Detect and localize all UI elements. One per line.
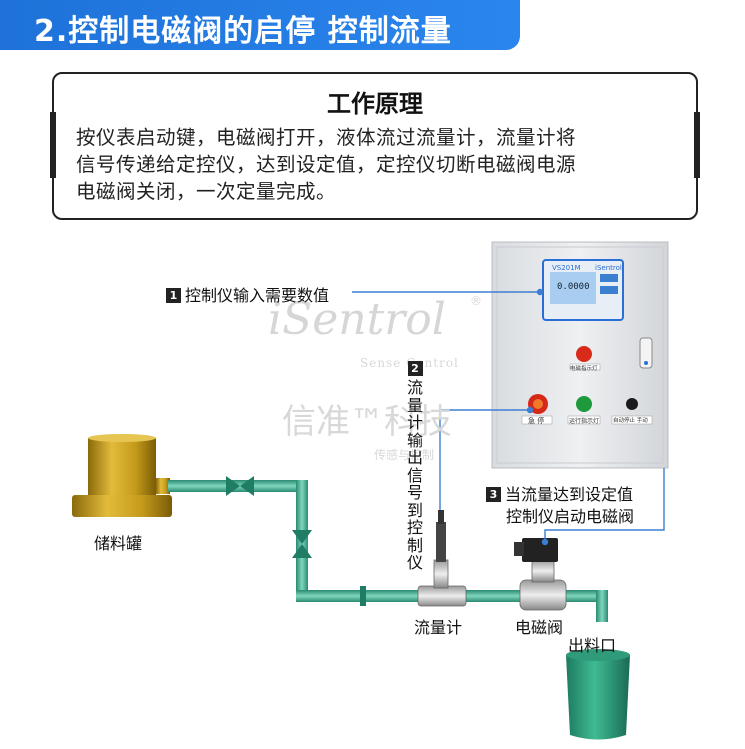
box-side-bar-left (50, 112, 56, 178)
step1-text: 控制仪输入需要数值 (185, 286, 330, 305)
run-lamp-label: 运行指示灯 (569, 418, 600, 425)
stop-button-label: 急 停 (528, 417, 545, 425)
valve-label: 电磁阀 (515, 618, 564, 637)
storage-tank-icon (72, 434, 172, 517)
display-value-readout: 0.0000 (557, 282, 590, 292)
step3-line1: 当流量达到设定值 (505, 485, 634, 504)
principle-line-2: 信号传递给定控仪，达到设定值，定控仪切断电磁阀电源 (76, 153, 577, 176)
title-banner: 2.控制电磁阀的启停 控制流量 (0, 0, 520, 50)
step3-number: 3 (486, 487, 501, 502)
step1-label: 1 控制仪输入需要数值 (166, 282, 329, 306)
step2-text: 流量计输出信号到控制仪 (406, 378, 423, 572)
step3-label: 3 当流量达到设定值 控制仪启动电磁阀 (486, 484, 634, 528)
outlet-label: 出料口 (568, 636, 617, 655)
watermark-cn: 信准™科技 (282, 402, 452, 442)
tank-label: 储料罐 (94, 534, 143, 553)
flow-diagram: iSentrol ® Sense Control 信准™科技 传感与控制 VS2… (0, 230, 745, 749)
principle-line-3: 电磁阀关闭，一次定量完成。 (76, 180, 337, 203)
flowmeter-icon (417, 510, 467, 607)
solenoid-valve-icon (514, 538, 567, 611)
control-cabinet-icon (491, 241, 669, 469)
watermark-reg: ® (470, 294, 482, 308)
watermark-cn-sub: 传感与控制 (374, 448, 435, 462)
valve-lamp-label: 电磁指示灯 (570, 366, 598, 372)
watermark-brand: iSentrol (268, 294, 446, 345)
principle-line-1: 按仪表启动键，电磁阀打开，液体流过流量计，流量计将 (76, 126, 577, 149)
step3-line2: 控制仪启动电磁阀 (506, 507, 635, 526)
signal-lines (352, 288, 665, 546)
principle-body: 按仪表启动键，电磁阀打开，液体流过流量计，流量计将 信号传递给定控仪，达到设定值… (76, 124, 682, 205)
banner-title: 2.控制电磁阀的启停 控制流量 (34, 14, 452, 49)
principle-title: 工作原理 (327, 90, 423, 118)
step1-number: 1 (166, 288, 181, 303)
display-model-label: VS201M (552, 264, 581, 272)
outlet-bucket-icon (566, 649, 630, 740)
principle-box: 工作原理 按仪表启动键，电磁阀打开，液体流过流量计，流量计将 信号传递给定控仪，… (50, 72, 700, 220)
box-side-bar-right (694, 112, 700, 178)
display-brand-label: iSentrol (595, 264, 622, 272)
mode-switch-label: 自动停止 手动 (613, 418, 648, 424)
step2-label: 2 流量计输出信号到控制仪 (405, 360, 425, 572)
flowmeter-label: 流量计 (414, 618, 463, 637)
pipe-joint-icon (226, 476, 366, 606)
diagram-graphics (72, 241, 669, 740)
step2-number: 2 (407, 361, 423, 376)
